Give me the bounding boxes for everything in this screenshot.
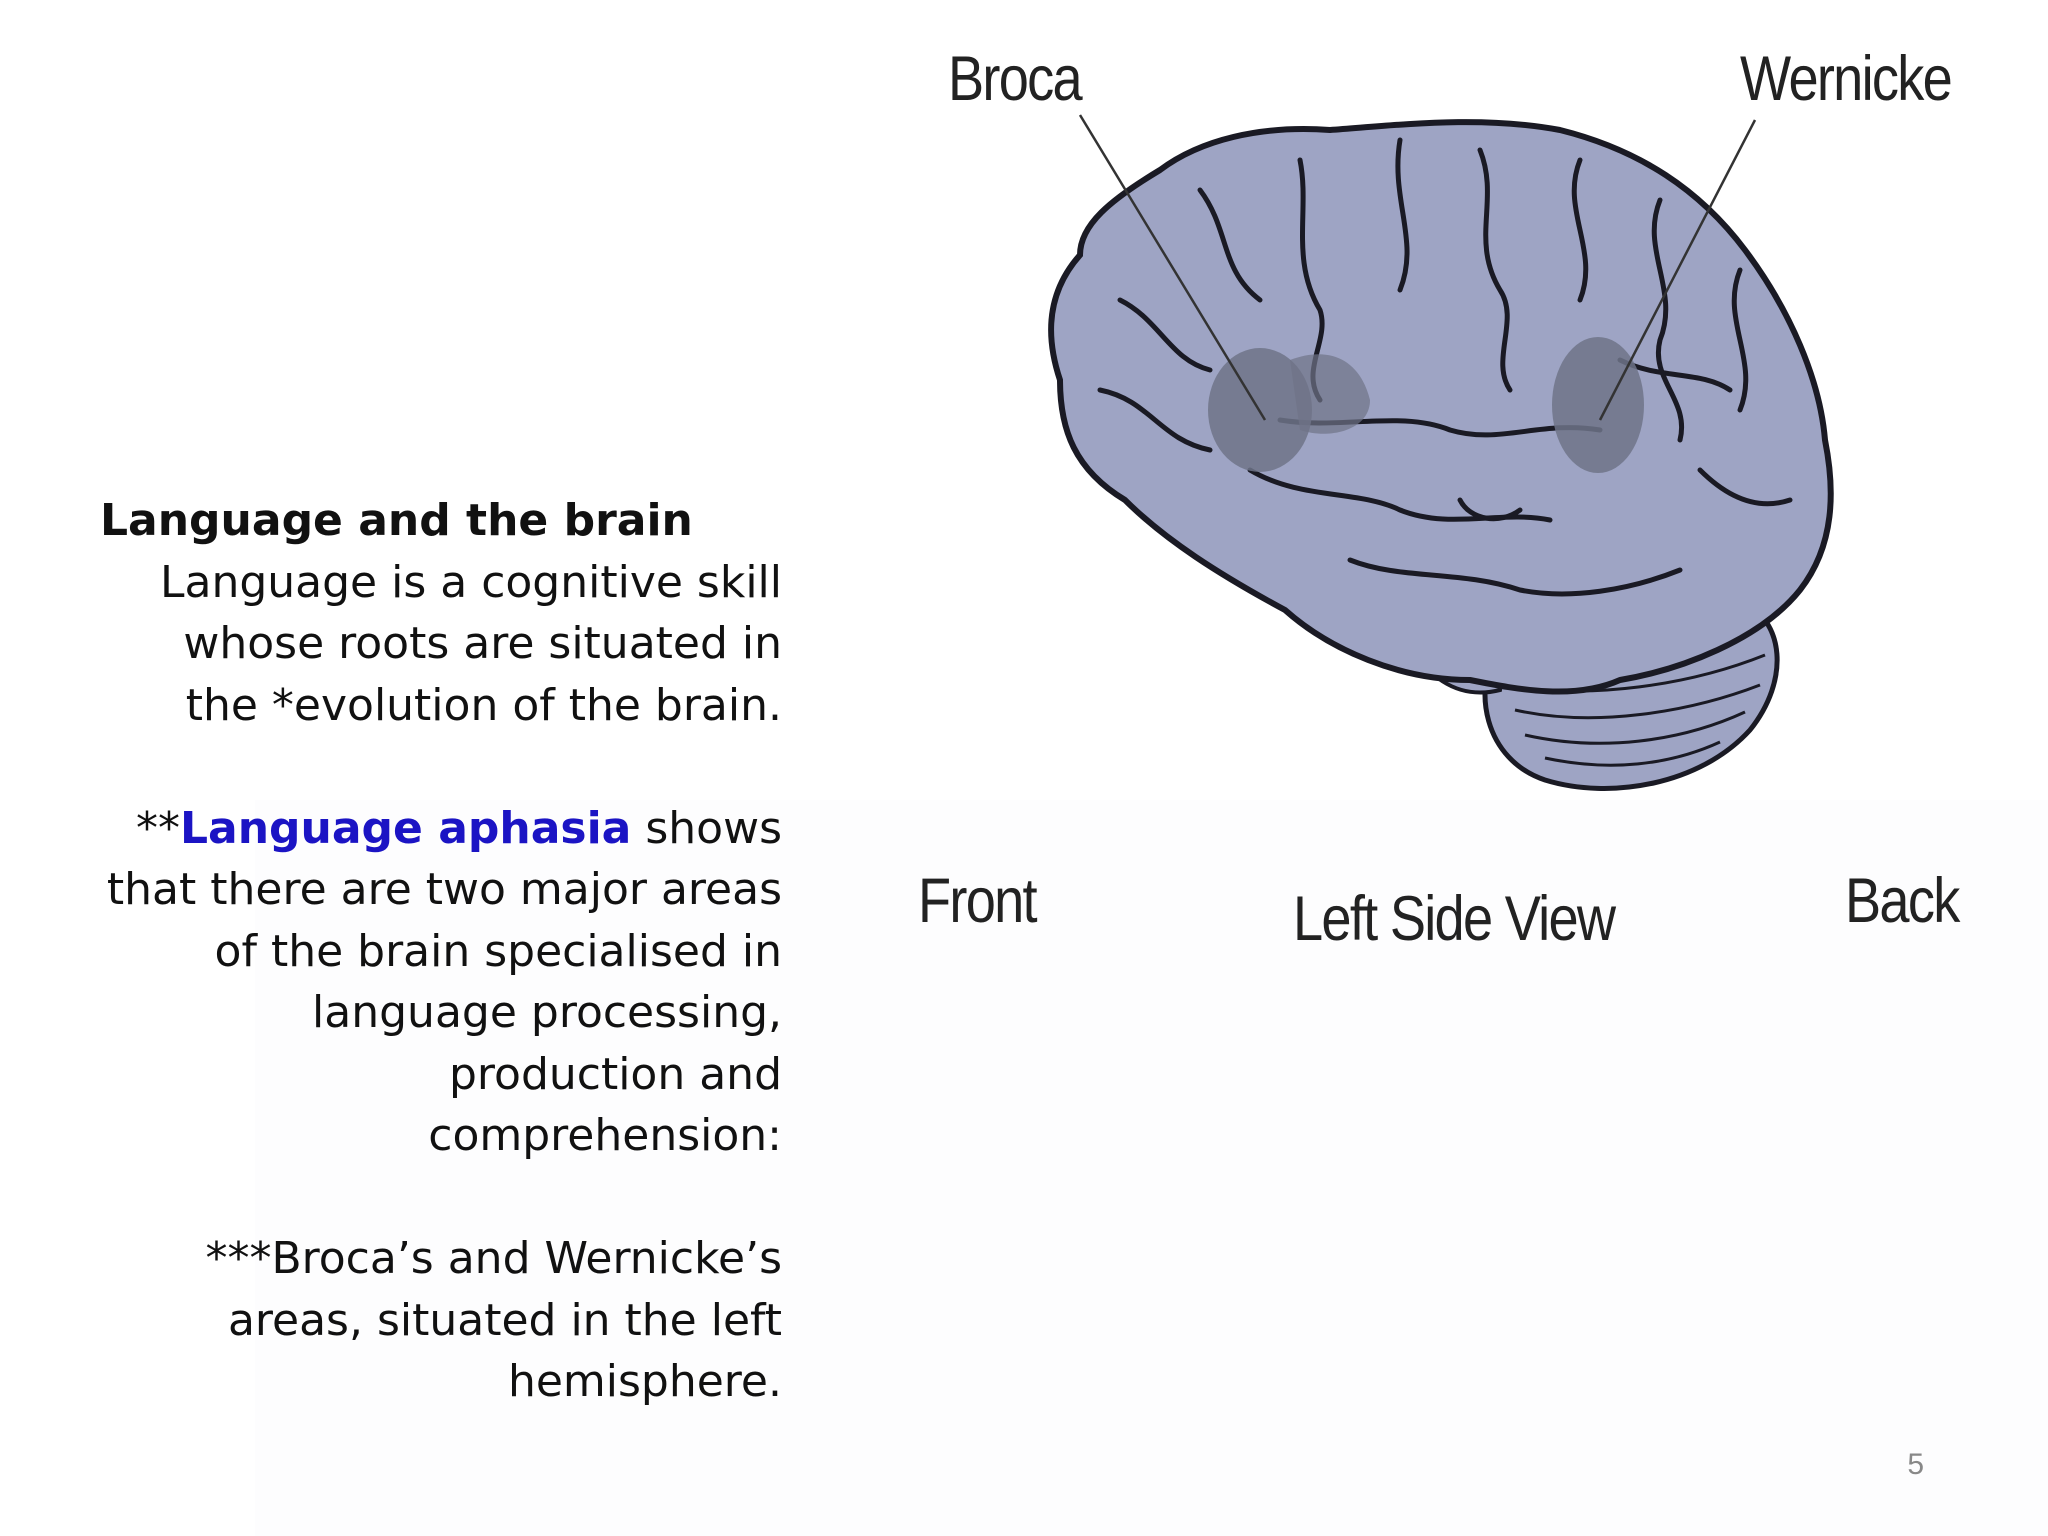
paragraph-aphasia: **Language aphasia shows that there are … <box>100 798 782 1167</box>
paragraph-areas: ***Broca’s and Wernicke’s areas, situate… <box>205 1233 782 1407</box>
aphasia-highlight: Language aphasia <box>179 802 632 854</box>
page-number: 5 <box>1907 1448 1924 1481</box>
slide-heading: Language and the brain <box>100 495 693 546</box>
cerebrum <box>1048 119 1834 695</box>
wernicke-pointer <box>1598 119 1757 421</box>
broca-label: Broca <box>948 44 1083 114</box>
paragraph-evolution: Language is a cognitive skill whose root… <box>159 556 782 731</box>
aphasia-rest: shows that there are two major areas of … <box>106 802 782 1162</box>
view-label: Left Side View <box>1293 884 1616 954</box>
back-label: Back <box>1845 866 1960 936</box>
broca-area-ext <box>1290 354 1370 434</box>
wernicke-label: Wernicke <box>1740 44 1953 114</box>
wernicke-area <box>1552 337 1644 473</box>
broca-pointer <box>1078 114 1267 421</box>
text-block: Language and the brain Language is a cog… <box>100 490 782 1413</box>
front-label: Front <box>918 866 1038 936</box>
aphasia-prefix: ** <box>135 802 180 854</box>
background-panel <box>255 800 2048 1536</box>
